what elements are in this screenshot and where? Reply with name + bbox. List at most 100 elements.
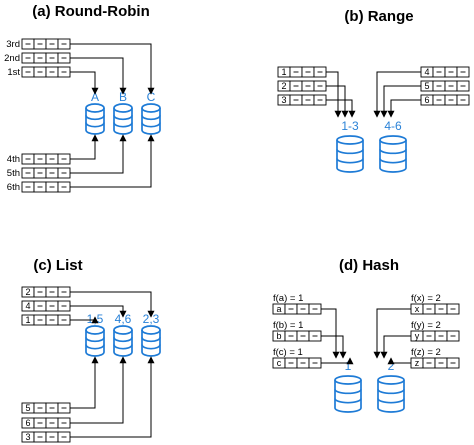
record-key: x <box>415 304 420 314</box>
record-key: a <box>276 304 281 314</box>
record-label: f(z) = 2 <box>411 347 441 358</box>
arrow <box>380 85 421 118</box>
record-key: z <box>415 358 420 368</box>
record-key: c <box>277 358 282 368</box>
arrow <box>70 134 127 174</box>
arrow <box>70 134 99 160</box>
cylinder-band <box>334 398 362 404</box>
cylinder-top <box>334 375 362 385</box>
arrow <box>321 335 347 359</box>
database-label: 1-3 <box>341 119 359 133</box>
database-icon <box>379 135 407 173</box>
arrow <box>70 57 127 95</box>
database-icon <box>334 375 362 413</box>
arrow <box>70 316 99 324</box>
record: 2 <box>277 80 327 92</box>
cylinder-band <box>336 158 364 164</box>
record-label: f(a) = 1 <box>273 293 303 304</box>
record: 4 <box>21 300 71 312</box>
cylinder-top <box>336 135 364 145</box>
panel-title: (c) List <box>33 257 82 274</box>
cylinder-top <box>377 375 405 385</box>
cylinder-band <box>377 389 405 395</box>
record-label: f(y) = 2 <box>411 320 441 331</box>
cylinder-band <box>377 398 405 404</box>
cylinder-band <box>85 122 105 128</box>
database-icon <box>141 325 161 357</box>
arrow <box>70 71 99 95</box>
record-label: f(x) = 2 <box>411 293 441 304</box>
cylinder-band <box>113 122 133 128</box>
arrow <box>321 308 340 359</box>
database-label: 2,3 <box>143 312 160 326</box>
record <box>21 66 71 78</box>
arrow <box>380 335 411 359</box>
cylinder-top <box>141 103 161 113</box>
cylinder-top <box>113 103 133 113</box>
cylinder-body <box>379 140 407 173</box>
record-label: 3rd <box>6 39 20 50</box>
record-label: 6th <box>7 182 20 193</box>
record: 3 <box>21 431 71 443</box>
panel-title: (d) Hash <box>339 257 399 274</box>
cylinder-band <box>113 344 133 350</box>
database-icon <box>113 103 133 135</box>
record-key: 1 <box>25 315 30 325</box>
record-label: 5th <box>7 168 20 179</box>
record-key: 4 <box>25 301 30 311</box>
record-label: 1st <box>7 67 20 78</box>
database-icon <box>85 103 105 135</box>
cylinder-body <box>141 108 161 135</box>
arrow <box>70 356 127 424</box>
record-key: b <box>276 331 281 341</box>
arrow <box>70 43 155 95</box>
cylinder-body <box>141 330 161 357</box>
record: 2 <box>21 286 71 298</box>
record-key: y <box>415 331 420 341</box>
cylinder-top <box>141 325 161 335</box>
record: 6 <box>21 417 71 429</box>
record <box>21 167 71 179</box>
database-label: 2 <box>388 359 395 373</box>
record-key: 5 <box>25 403 30 413</box>
record: 4 <box>420 66 470 78</box>
record-label: f(c) = 1 <box>273 347 303 358</box>
cylinder-band <box>85 344 105 350</box>
cylinder-body <box>85 108 105 135</box>
record-key: 2 <box>281 81 286 91</box>
cylinder-top <box>113 325 133 335</box>
record-key: 4 <box>424 67 429 77</box>
record <box>21 181 71 193</box>
record: z <box>410 357 460 369</box>
record: 6 <box>420 94 470 106</box>
record: a <box>272 303 322 315</box>
arrow <box>373 71 421 118</box>
cylinder-body <box>113 108 133 135</box>
cylinder-band <box>141 344 161 350</box>
cylinder-top <box>85 103 105 113</box>
record-label: 2nd <box>4 53 20 64</box>
cylinder-band <box>141 337 161 343</box>
cylinder-body <box>377 380 405 413</box>
arrow <box>70 356 99 409</box>
database-icon <box>85 325 105 357</box>
cylinder-body <box>334 380 362 413</box>
cylinder-body <box>113 330 133 357</box>
cylinder-band <box>141 122 161 128</box>
panel-title: (b) Range <box>344 8 413 25</box>
database-label: 4-6 <box>384 119 402 133</box>
arrow <box>387 99 421 118</box>
cylinder-band <box>379 149 407 155</box>
cylinder-top <box>85 325 105 335</box>
record: 5 <box>21 402 71 414</box>
arrow <box>70 305 127 318</box>
arrow <box>326 85 349 118</box>
database-icon <box>113 325 133 357</box>
arrow <box>373 308 411 359</box>
record-key: 1 <box>281 67 286 77</box>
